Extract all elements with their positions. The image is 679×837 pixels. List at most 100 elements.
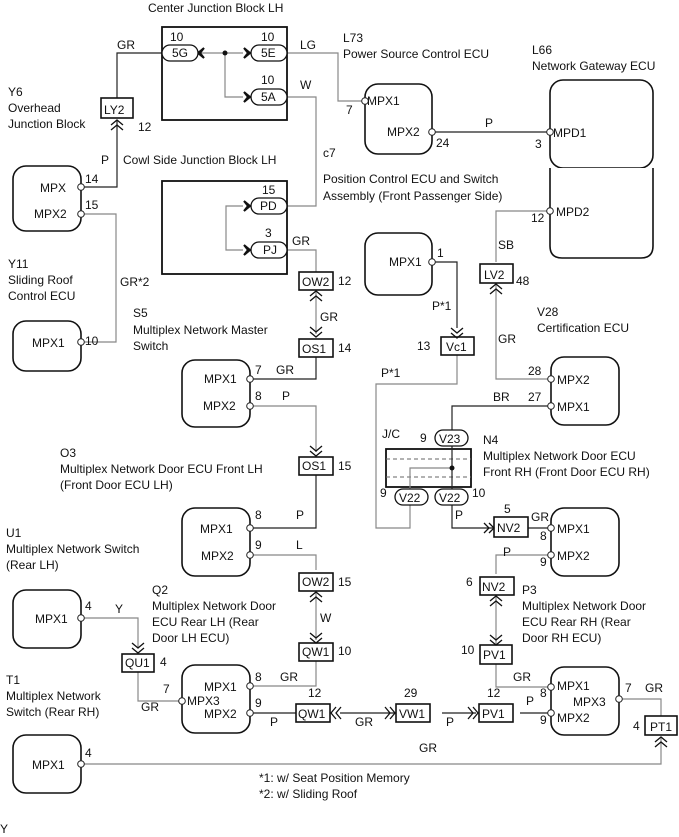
connector-OS1-label: OS1: [302, 342, 326, 356]
note-2: *2: w/ Sliding Roof: [259, 787, 358, 801]
ecu-S5: [181, 359, 251, 428]
connector-OS1-b: [298, 456, 334, 476]
diagram-label: GR: [276, 363, 294, 377]
center-jb-title: Center Junction Block LH: [148, 1, 283, 15]
ecu-V28: [550, 356, 620, 426]
diagram-label: 3: [535, 137, 542, 151]
connector-QW1-label: QW1: [302, 645, 330, 659]
diagram-label: MPD2: [556, 205, 590, 219]
diagram-label: 10: [261, 30, 275, 44]
connector-LY2: [100, 97, 134, 119]
diagram-label: 10: [170, 30, 184, 44]
jc-label: J/C: [382, 427, 400, 441]
diagram-label: 10: [85, 334, 99, 348]
diagram-label: MPX1: [200, 522, 233, 536]
diagram-label: 12: [338, 274, 352, 288]
connector-V22-right: [434, 488, 469, 506]
diagram-label: MPX2: [203, 399, 236, 413]
diagram-label: GR: [320, 310, 338, 324]
connector-5A-label: 5A: [261, 90, 276, 104]
connector-V23-label: V23: [439, 432, 461, 446]
diagram-label: Multiplex Network Door ECU Front LH: [60, 462, 263, 476]
connector-NV2-a: [493, 516, 529, 538]
diagram-label: 27: [528, 390, 542, 404]
diagram-label: 15: [85, 198, 99, 212]
Y6-code: Y6: [8, 85, 23, 99]
diagram-label: Multiplex Network Door: [522, 599, 646, 613]
connector-5A: [250, 88, 288, 106]
diagram-label: Y: [115, 602, 123, 616]
diagram-label: LG: [300, 38, 316, 52]
diagram-label: 8: [255, 670, 262, 684]
diagram-label: 9: [255, 538, 262, 552]
connector-V23: [434, 429, 469, 447]
diagram-label: Front RH (Front Door ECU RH): [483, 465, 650, 479]
diagram-label: SB: [498, 238, 514, 252]
diagram-label: MPD1: [553, 126, 587, 140]
plug-chevrons: [110, 119, 668, 748]
diagram-label: 28: [528, 364, 542, 378]
ecu-L66-lower: [549, 168, 654, 259]
cowl-jb-title: Cowl Side Junction Block LH: [123, 153, 276, 167]
connector-PV1-b-label: PV1: [482, 707, 505, 721]
diagram-label: 8: [255, 389, 262, 403]
diagram-label: 6: [466, 575, 473, 589]
ecu-L73: [364, 83, 433, 155]
diagram-label: GR: [419, 741, 437, 755]
diagram-label: Switch: [133, 339, 168, 353]
diagram-label: GR: [513, 670, 531, 684]
diagram-label: 9: [420, 431, 427, 445]
diagram-label: 7: [255, 363, 262, 377]
diagram-label: 1: [437, 246, 444, 260]
diagram-label: ECU Rear RH (Rear: [522, 615, 631, 629]
connector-PD: [250, 197, 288, 215]
diagram-label: Multiplex Network Door: [152, 599, 276, 613]
diagram-label: MPX1: [204, 680, 237, 694]
diagram-label: P: [270, 715, 278, 729]
connector-OW2-b-label: OW2: [302, 575, 330, 589]
ecu-N4: [550, 507, 620, 577]
diagram-label: GR: [292, 234, 310, 248]
ecu-L66: [549, 79, 654, 169]
Q2-code: Q2: [152, 583, 168, 597]
diagram-label: Sliding Roof: [8, 273, 73, 287]
connector-OW2-label: OW2: [302, 275, 330, 289]
diagram-label: Door LH ECU): [152, 631, 229, 645]
connector-V22-left: [394, 488, 429, 506]
diagram-label: 9: [380, 486, 387, 500]
diagram-label: 4: [85, 746, 92, 760]
diagram-label: MPX2: [34, 207, 67, 221]
diagram-label: MPX2: [201, 549, 234, 563]
diagram-label: 8: [540, 529, 547, 543]
diagram-label: MPX2: [557, 549, 590, 563]
diagram-label: MPX3: [187, 694, 220, 708]
diagram-label: P: [101, 153, 109, 167]
connector-5G: [161, 44, 199, 62]
diagram-label: ECU Rear LH (Rear: [152, 615, 259, 629]
diagram-label: Multiplex Network Door ECU: [483, 449, 636, 463]
diagram-label: MPX1: [557, 679, 590, 693]
diagram-label: P*1: [381, 366, 401, 380]
connector-VW1: [395, 703, 431, 723]
connector-QU1-label: QU1: [125, 656, 150, 670]
diagram-label: 10: [261, 73, 275, 87]
diagram-label: Junction Block: [8, 117, 86, 131]
diagram-label: 8: [255, 508, 262, 522]
diagram-label: GR: [645, 681, 663, 695]
diagram-label: 13: [417, 339, 431, 353]
center-junction-block: [161, 26, 288, 121]
diagram-label: 10: [461, 643, 475, 657]
diagram-label: GR: [531, 510, 549, 524]
connector-QW1-b: [295, 703, 331, 723]
note-1: *1: w/ Seat Position Memory: [259, 771, 410, 785]
diagram-label: 14: [85, 172, 99, 186]
diagram-label: Position Control ECU and Switch: [323, 172, 498, 186]
diagram-label: 12: [531, 211, 545, 225]
connector-QU1: [121, 653, 155, 673]
diagram-label: 10: [338, 644, 352, 658]
diagram-label: Multiplex Network Switch: [6, 542, 139, 556]
diagram-label: 4: [160, 655, 167, 669]
diagram-label: GR: [355, 715, 373, 729]
diagram-label: P: [503, 545, 511, 559]
